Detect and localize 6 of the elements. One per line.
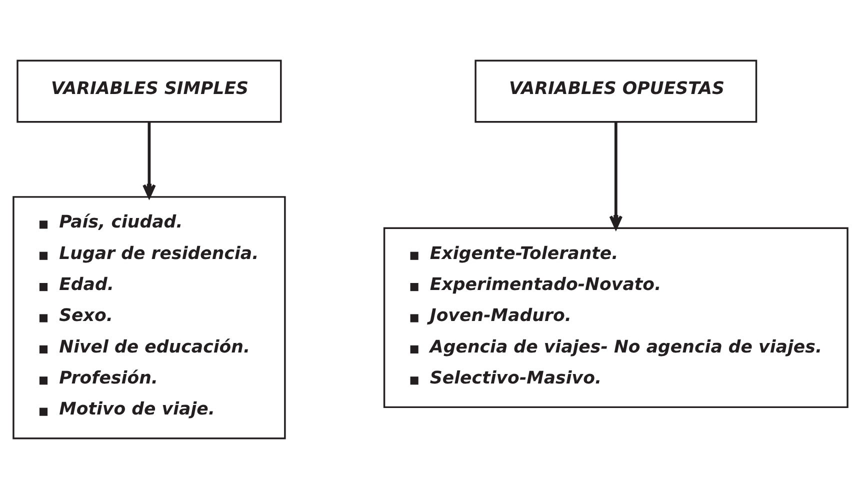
node-box: País, ciudad. Lugar de residencia. Edad. Sexo. Nivel de educación. Profesión. Motivo de viaje. (12, 196, 286, 439)
node-box: Exigente-Tolerante. Experimentado-Novato. Joven-Maduro. Agencia de viajes- No agencia de viajes. Selectivo-Masivo. (383, 226, 848, 408)
node-box: VARIABLES SIMPLES (16, 59, 282, 122)
arrow (142, 122, 156, 198)
node-box: VARIABLES OPUESTAS (474, 59, 758, 122)
arrow (609, 122, 623, 229)
